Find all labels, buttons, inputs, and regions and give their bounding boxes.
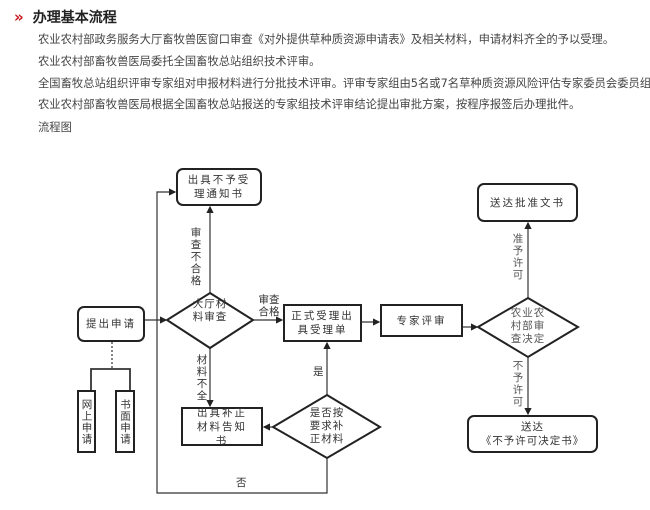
denial-line-1: 送达	[521, 421, 544, 433]
denial-line-2: 《不予许可决定书》	[480, 435, 585, 447]
paragraph: 农业农村部畜牧兽医局委托全国畜牧总站组织技术评审。	[38, 55, 321, 68]
hall-review-diamond	[165, 291, 255, 350]
ministry-decision-text: 农业农村部审查决定	[510, 307, 546, 345]
paragraph-flowchart-caption: 流程图	[38, 121, 72, 134]
ministry-decision-diamond	[476, 296, 580, 359]
supplement-check-text: 是否按要求补正材料	[309, 407, 345, 445]
double-chevron-icon: »	[14, 8, 24, 26]
supplement-notice-box: 出具补正材料告知书	[181, 407, 263, 447]
label-review-fail: 审查不合格	[190, 227, 202, 287]
submit-application-box: 提出申请	[77, 306, 145, 342]
label-yes: 是	[313, 366, 324, 378]
expert-review-box: 专家评审	[380, 304, 463, 337]
label-grant: 准予许可	[512, 233, 524, 281]
paper-application-box: 书面申请	[115, 390, 135, 453]
denial-document-box: 送达 《不予许可决定书》	[467, 415, 598, 453]
paragraph: 农业农村部畜牧兽医局根据全国畜牧总站报送的专家组技术评审结论提出审批方案，按程序…	[38, 98, 581, 111]
formal-acceptance-box: 正式受理出具受理单	[283, 304, 362, 342]
label-no: 否	[236, 477, 247, 489]
paragraph: 全国畜牧总站组织评审专家组对申报材料进行分批技术评审。评审专家组由5名或7名草种…	[38, 77, 650, 90]
section-title: 办理基本流程	[32, 10, 117, 26]
label-deny: 不予许可	[512, 360, 524, 408]
label-review-pass: 审查合格	[258, 294, 280, 318]
reject-notice-box: 出具不予受理通知书	[176, 168, 262, 206]
paragraph: 农业农村部政务服务大厅畜牧兽医窗口审查《对外提供草种质资源申请表》及相关材料，申…	[38, 33, 615, 46]
approval-document-box: 送达批准文书	[477, 183, 578, 222]
label-incomplete: 材料不全	[196, 354, 208, 402]
hall-review-text: 大厅材料审查	[192, 298, 228, 323]
supplement-check-diamond	[271, 393, 382, 460]
section-header: » 办理基本流程	[14, 6, 117, 28]
online-application-box: 网上申请	[77, 390, 96, 453]
